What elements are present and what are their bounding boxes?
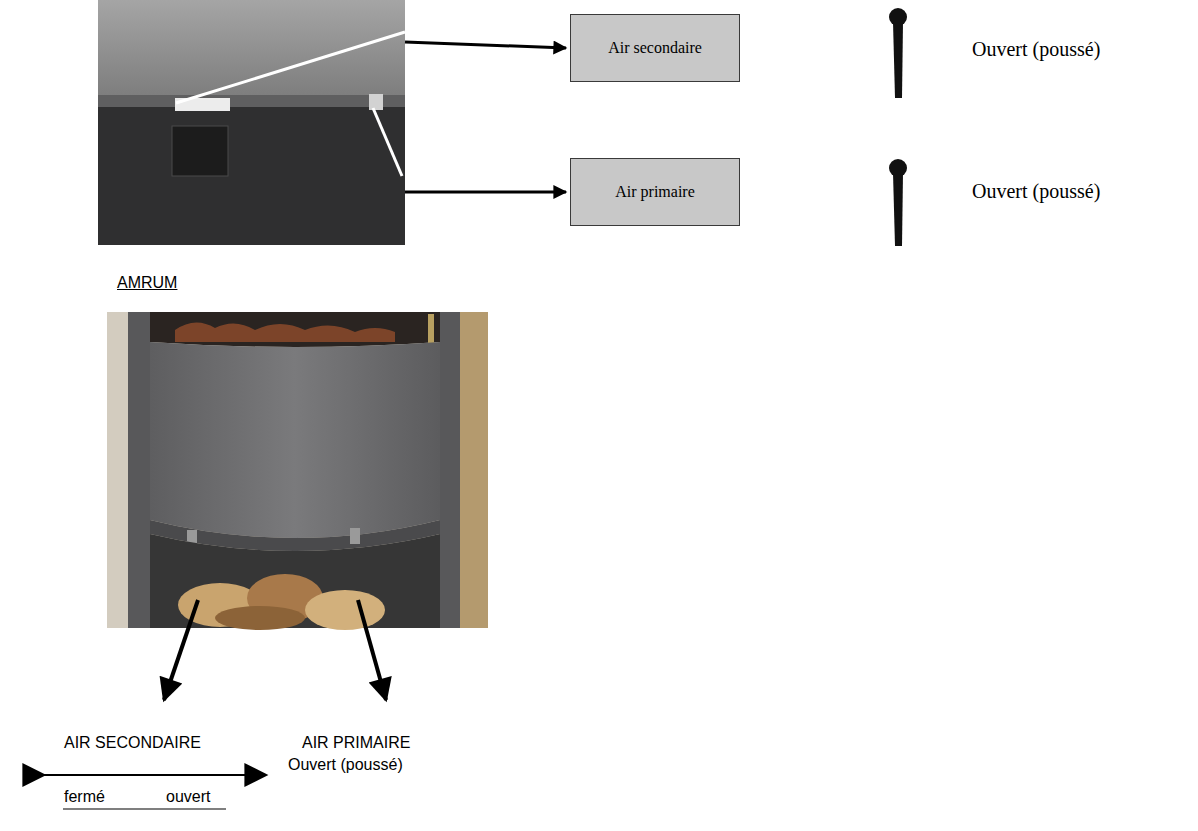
pointer-arrow <box>164 600 198 700</box>
annotation-text: fermé <box>64 788 105 806</box>
range-arrow <box>44 774 266 776</box>
label-box: Air primaire <box>570 158 740 226</box>
primary-lever <box>369 94 383 110</box>
wall-texture <box>460 312 488 628</box>
annotation-text: AIR SECONDAIRE <box>64 734 201 752</box>
pointer-arrow <box>405 42 566 48</box>
pin-symbol <box>893 173 903 246</box>
leader-line <box>176 32 405 103</box>
box-label: Air secondaire <box>608 39 702 57</box>
underline <box>63 808 226 809</box>
log <box>305 590 385 630</box>
pointer-arrow <box>358 600 386 700</box>
air-lever <box>350 528 360 544</box>
stove-ledge <box>98 95 405 107</box>
photo-background <box>107 312 488 628</box>
fire <box>175 322 395 342</box>
stove-frame <box>128 312 150 628</box>
leader-line <box>373 108 402 176</box>
fire-window <box>150 312 440 347</box>
log <box>215 606 305 630</box>
stove-door <box>150 342 440 538</box>
stove-frame <box>440 312 460 628</box>
photo-background <box>98 0 405 245</box>
annotation-text: ouvert <box>166 788 210 806</box>
annotation-text: Ouvert (poussé) <box>972 38 1100 61</box>
box-label: Air primaire <box>615 183 695 201</box>
pin-symbol <box>893 22 903 98</box>
annotation-text: Ouvert (poussé) <box>972 180 1100 203</box>
pointer-arrow <box>405 191 566 194</box>
ash-box <box>172 126 228 176</box>
annotation-text: AIR PRIMAIRE <box>302 734 410 752</box>
model-name: AMRUM <box>117 274 177 292</box>
label-box: Air secondaire <box>570 14 740 82</box>
annotation-text: Ouvert (poussé) <box>288 756 403 774</box>
